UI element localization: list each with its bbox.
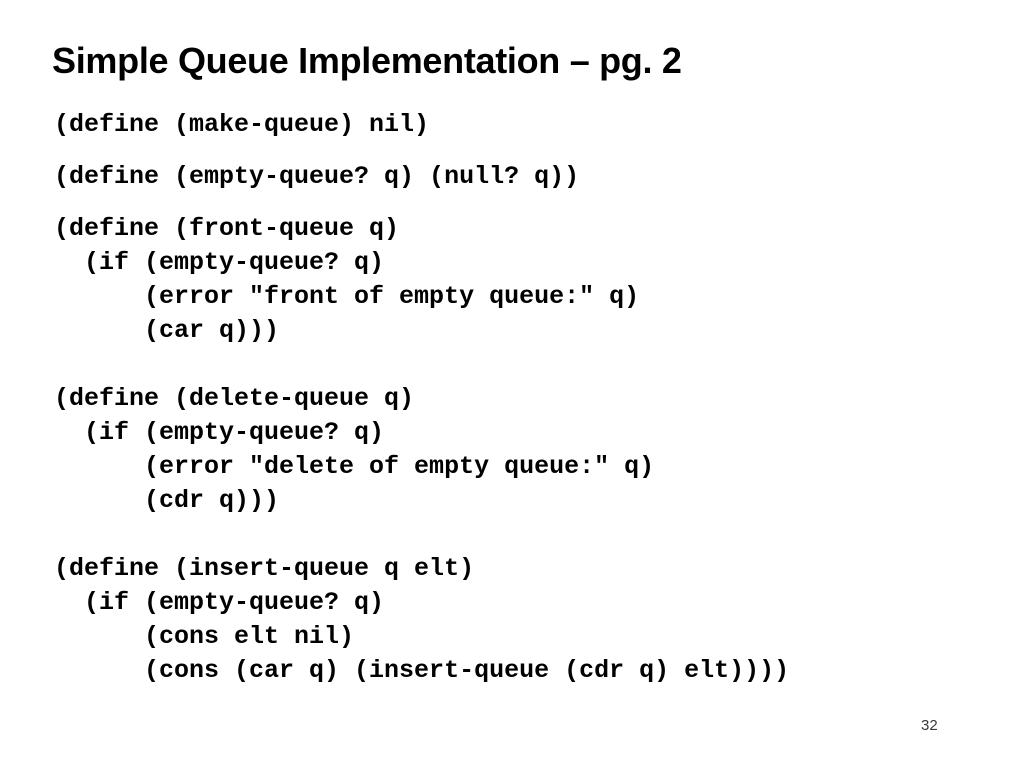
code-block-front-queue: (define (front-queue q) (if (empty-queue… xyxy=(54,214,640,345)
code-block-make-queue: (define (make-queue) nil) xyxy=(54,110,430,139)
code-block-delete-queue: (define (delete-queue q) (if (empty-queu… xyxy=(54,384,655,515)
code-block-insert-queue: (define (insert-queue q elt) (if (empty-… xyxy=(54,554,790,685)
code-area: (define (make-queue) nil) (define (empty… xyxy=(54,108,789,688)
code-block-empty-queue: (define (empty-queue? q) (null? q)) xyxy=(54,162,580,191)
page-number: 32 xyxy=(921,717,938,734)
slide-title: Simple Queue Implementation – pg. 2 xyxy=(52,40,682,81)
